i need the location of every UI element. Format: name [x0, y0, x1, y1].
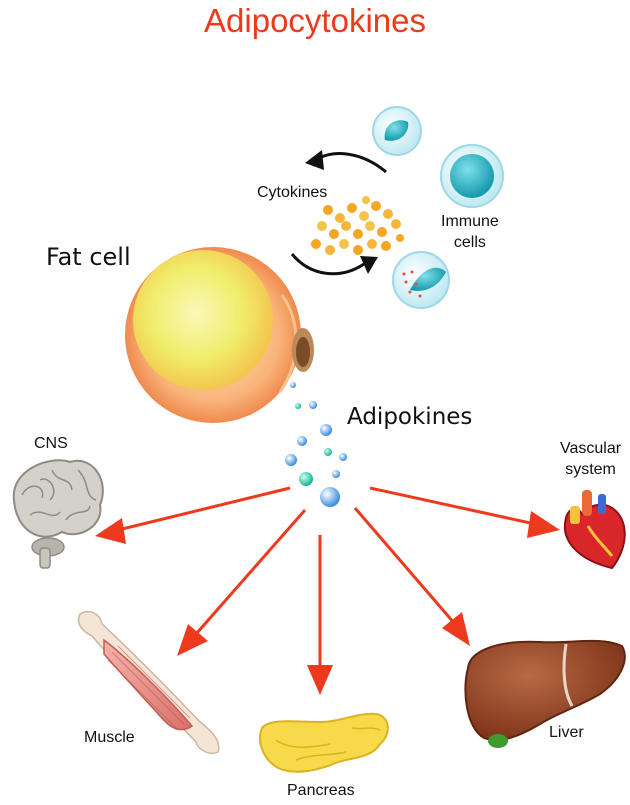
immune-cells-label: Immune cells: [441, 211, 499, 253]
pancreas-label: Pancreas: [287, 782, 355, 799]
cns-label: CNS: [34, 435, 68, 452]
fat-cell-icon: [125, 247, 314, 423]
pancreas-icon: [259, 712, 389, 773]
vascular-system-label: Vascular system: [560, 438, 621, 480]
immune-cells-label-line1: Immune: [441, 213, 499, 230]
vascular-system-label-line1: Vascular: [560, 440, 622, 457]
liver-icon: [464, 639, 626, 748]
immune-cell-icon: [372, 106, 504, 309]
immune-cells-label-line2: cells: [453, 234, 486, 251]
diagram-title: Adipocytokines: [204, 2, 426, 39]
muscle-icon: [77, 610, 220, 754]
brain-icon: [12, 459, 104, 569]
heart-icon: [563, 490, 626, 570]
liver-label: Liver: [549, 724, 584, 741]
vascular-system-label-line2: system: [565, 461, 616, 478]
adipokines-label: Adipokines: [347, 404, 473, 430]
cycle-arrows: [290, 150, 387, 276]
muscle-label: Muscle: [84, 729, 135, 746]
organ-arrows: [95, 486, 560, 695]
cytokine-particles-icon: [311, 196, 404, 255]
adipokine-droplets: [285, 382, 347, 507]
cytokines-label: Cytokines: [257, 184, 328, 201]
fat-cell-label: Fat cell: [46, 243, 131, 271]
